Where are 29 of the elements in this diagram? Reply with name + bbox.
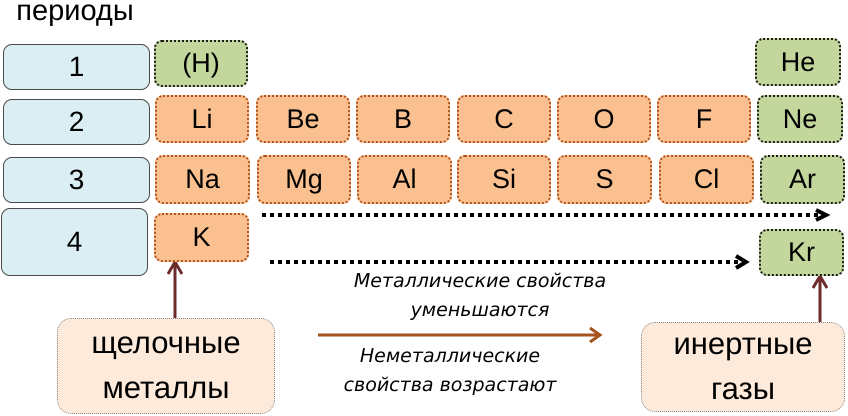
element-box: C — [457, 95, 551, 143]
element-box: Al — [357, 155, 452, 204]
element-box: B — [356, 95, 450, 143]
element-box: Na — [155, 155, 250, 204]
element-box: Si — [457, 155, 551, 204]
element-box: S — [557, 155, 652, 204]
element-box: K — [154, 213, 249, 262]
element-box: F — [657, 95, 751, 143]
element-box: Be — [256, 95, 350, 143]
element-box: Cl — [659, 155, 754, 204]
element-box: Mg — [257, 155, 351, 204]
period-box: 1 — [3, 44, 150, 90]
trend-label: Неметаллические свойства возрастают — [342, 344, 558, 398]
element-box: Ar — [760, 155, 845, 204]
element-box: Ne — [757, 95, 843, 143]
trend-label: Металлические свойства уменьшаются — [352, 269, 608, 323]
period-box: 4 — [1, 208, 148, 276]
period-box: 2 — [3, 99, 150, 145]
element-box: He — [755, 38, 841, 86]
element-box: Li — [155, 95, 249, 143]
column-heading: периоды — [15, 0, 135, 28]
callout-box: щелочные металлы — [57, 318, 275, 414]
period-box: 3 — [3, 157, 150, 203]
element-box: O — [557, 95, 651, 143]
callout-box: инертные газы — [641, 322, 845, 412]
arrow — [812, 274, 828, 322]
arrow — [166, 260, 184, 318]
element-box: Kr — [759, 229, 844, 276]
element-box: (H) — [154, 40, 248, 87]
